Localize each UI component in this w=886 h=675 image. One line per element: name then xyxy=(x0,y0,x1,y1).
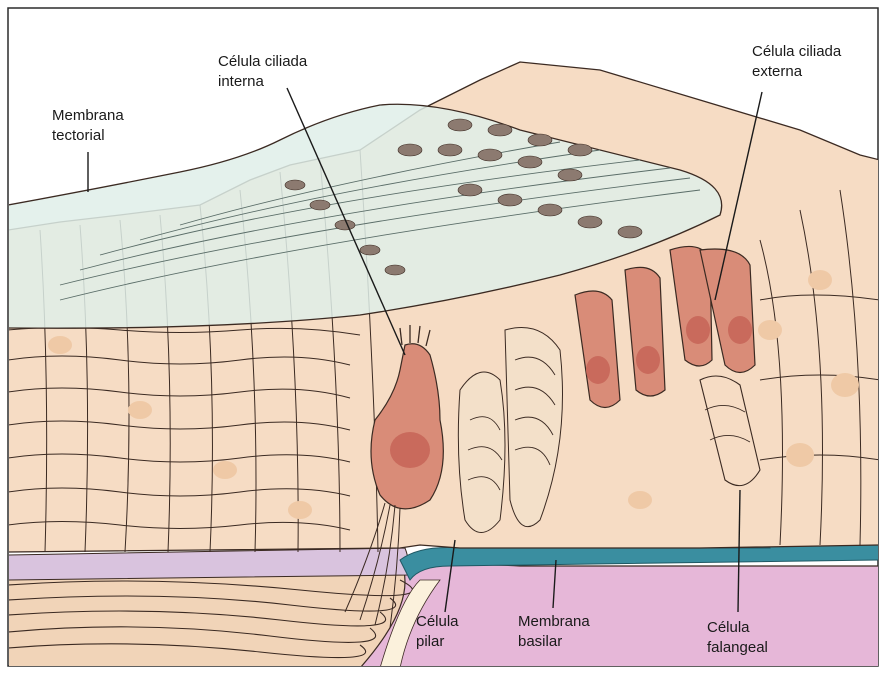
label-line: Célula xyxy=(707,618,768,638)
label-line: externa xyxy=(752,62,841,82)
label-line: Célula ciliada xyxy=(218,52,307,72)
label-line: pilar xyxy=(416,632,459,652)
label-outer-hair-cell: Célula ciliada externa xyxy=(752,42,841,82)
label-line: Célula xyxy=(416,612,459,632)
label-line: basilar xyxy=(518,632,590,652)
label-pillar-cell: Célula pilar xyxy=(416,612,459,652)
label-phalangeal-cell: Célula falangeal xyxy=(707,618,768,658)
label-line: Membrana xyxy=(52,106,124,126)
label-line: Membrana xyxy=(518,612,590,632)
label-line: Célula ciliada xyxy=(752,42,841,62)
label-inner-hair-cell: Célula ciliada interna xyxy=(218,52,307,92)
label-line: interna xyxy=(218,72,307,92)
label-line: tectorial xyxy=(52,126,124,146)
label-tectorial-membrane: Membrana tectorial xyxy=(52,106,124,146)
label-basilar-membrane: Membrana basilar xyxy=(518,612,590,652)
inner-hair-cell-nucleus xyxy=(390,432,430,468)
label-line: falangeal xyxy=(707,638,768,658)
